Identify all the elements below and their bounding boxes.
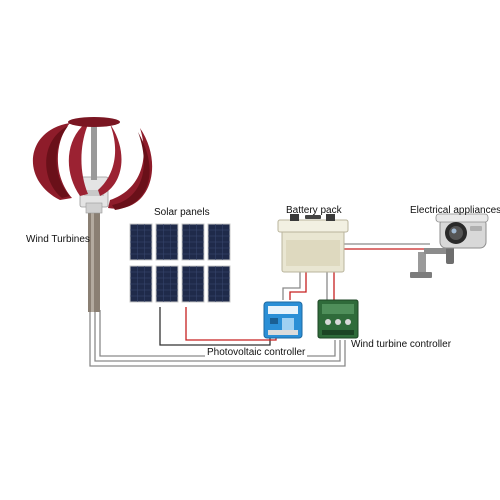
solar-panel-icon <box>129 223 231 303</box>
battery-pack-label: Battery pack <box>286 205 342 216</box>
pv-controller-icon <box>263 301 303 339</box>
photovoltaic-controller-label: Photovoltaic controller <box>205 347 308 358</box>
turbine-blade <box>68 120 90 196</box>
wind-turbine-icon <box>32 117 153 312</box>
turbine-cable <box>89 310 346 367</box>
solar-cable-black <box>159 307 271 346</box>
electrical-appliances-label: Electrical appliances <box>410 205 500 216</box>
turbine-blade <box>98 124 122 196</box>
wind-controller-icon <box>317 299 359 339</box>
wind-turbines-label: Wind Turbines <box>26 234 90 245</box>
security-camera-icon <box>410 213 489 278</box>
pv-battery-cable-gray <box>282 270 301 300</box>
pv-battery-cable-red <box>289 270 307 300</box>
solar-cable-red <box>185 307 277 341</box>
turbine-cable <box>94 310 341 362</box>
battery-icon <box>277 214 349 273</box>
wind-turbine-controller-label: Wind turbine controller <box>351 339 452 350</box>
solar-panels-label: Solar panels <box>154 207 210 218</box>
